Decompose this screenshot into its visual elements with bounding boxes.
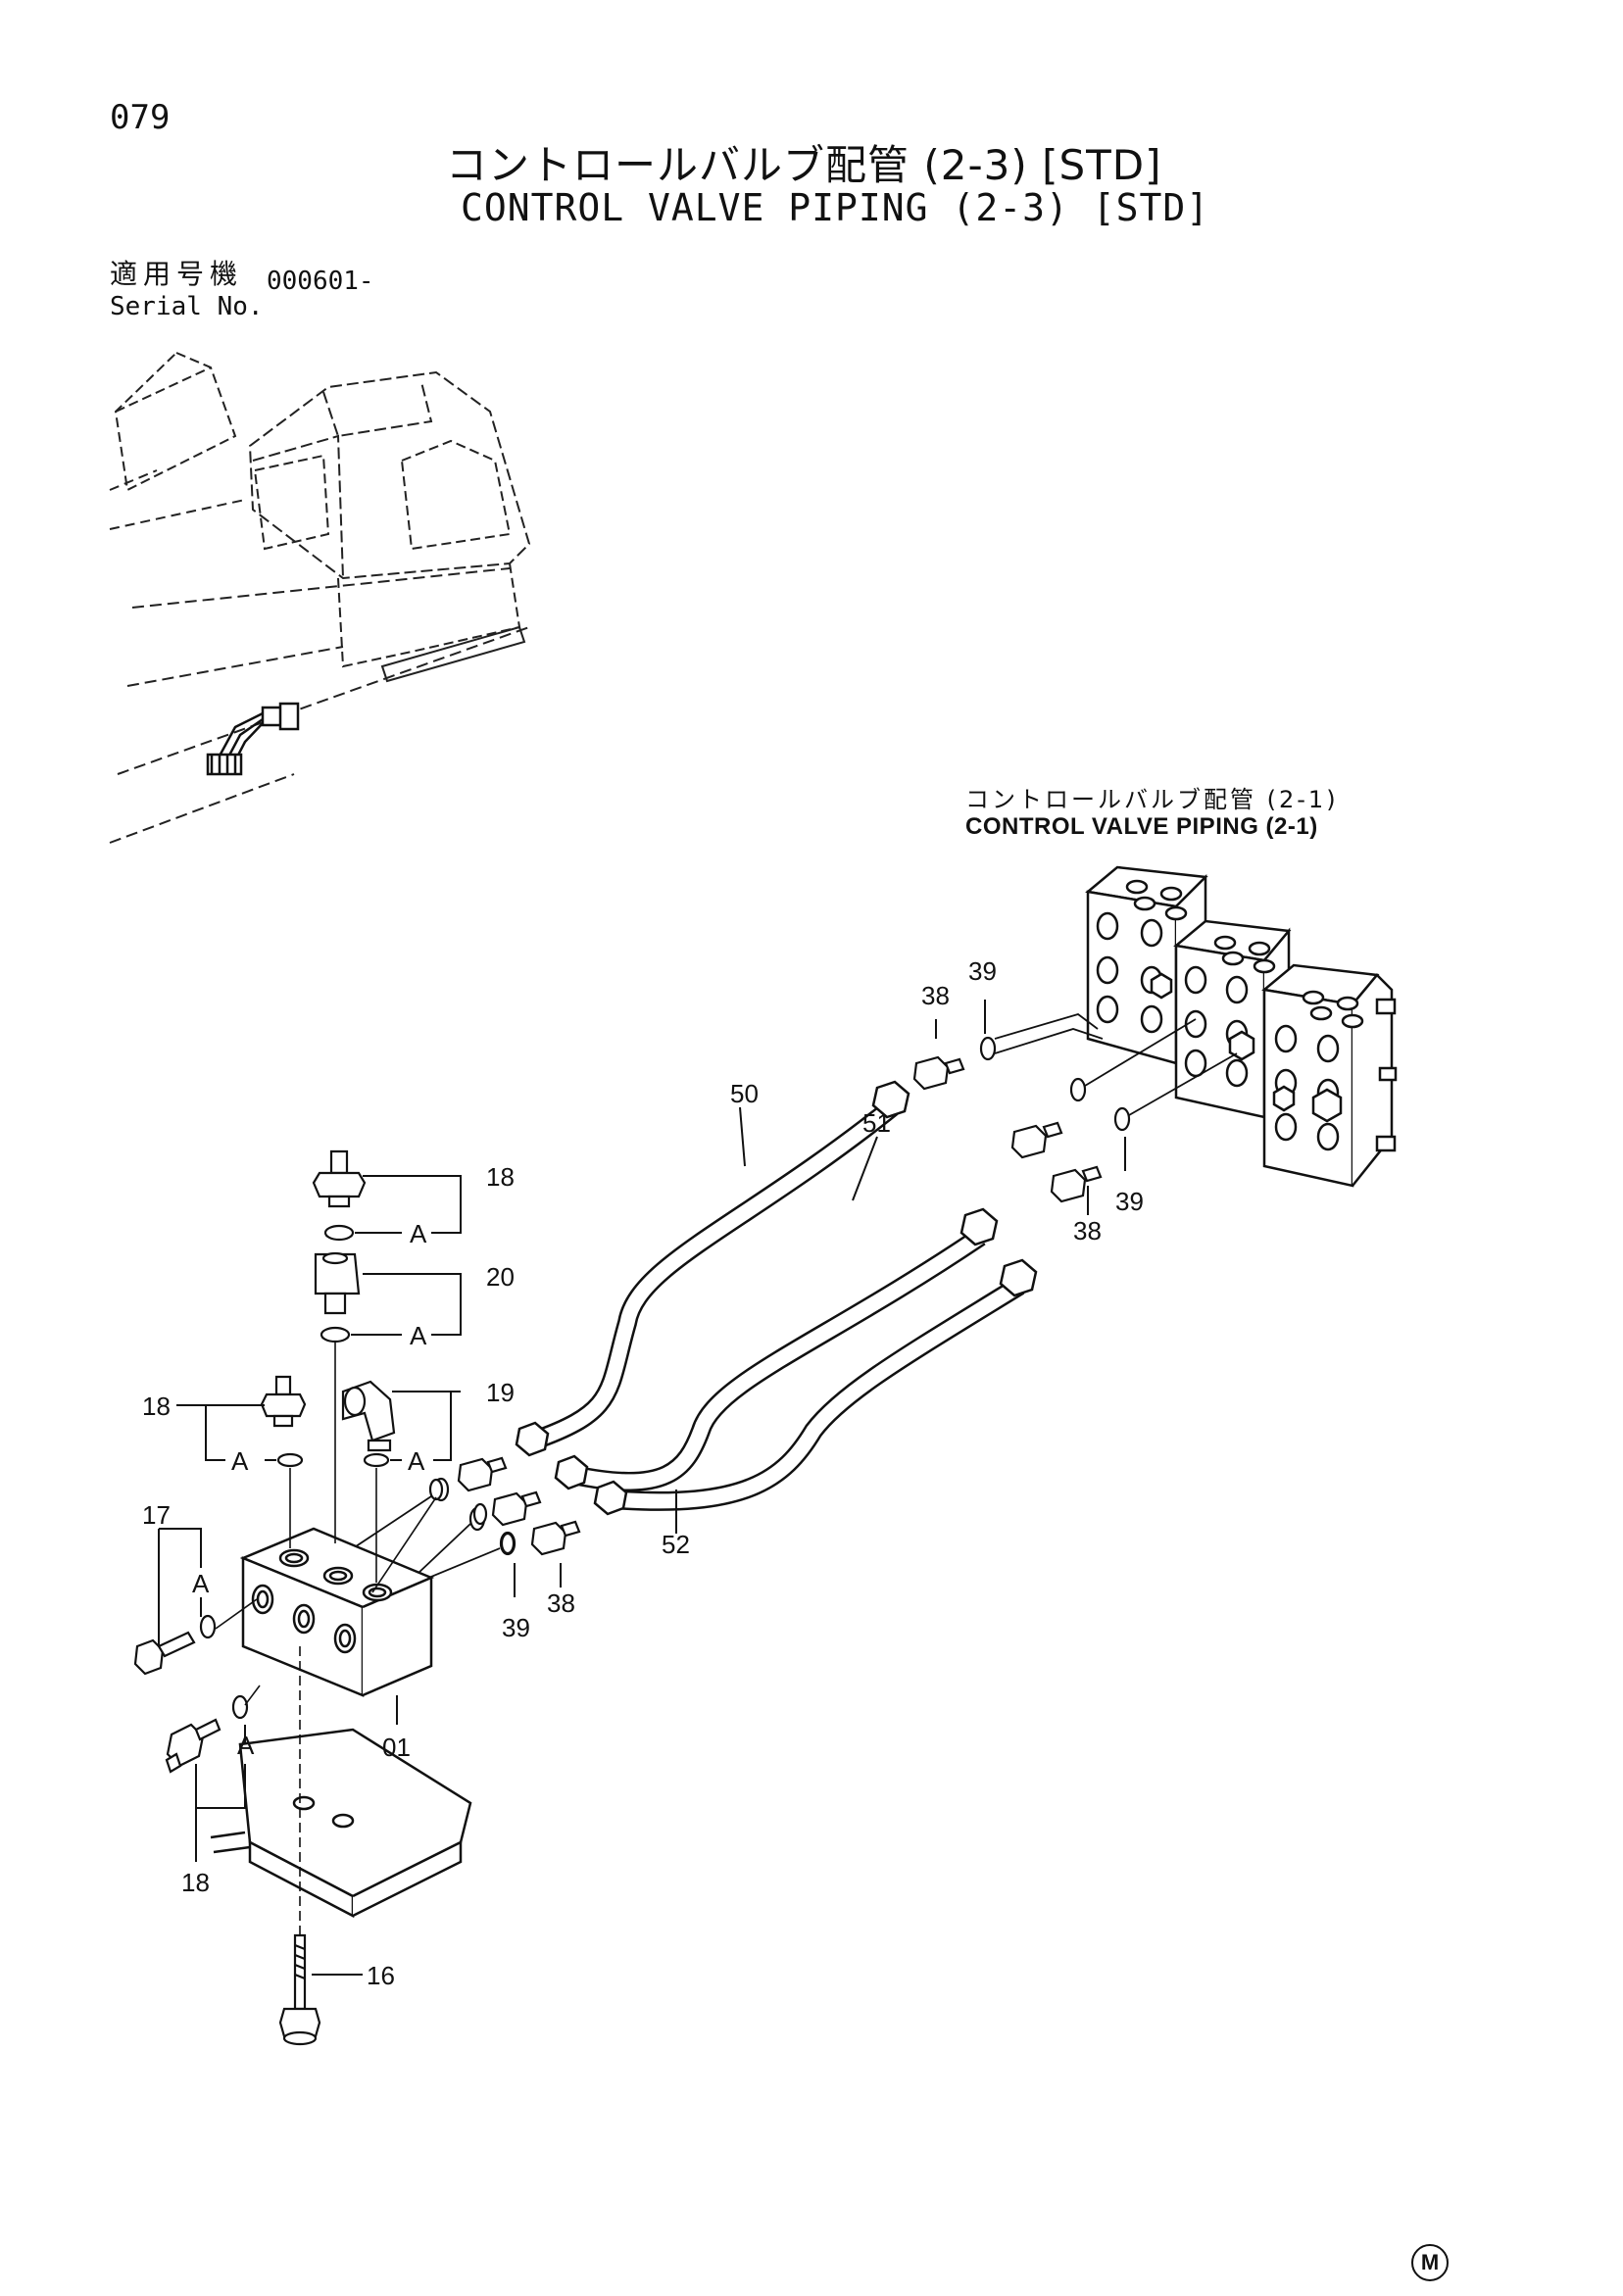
- hose-assemblies: [530, 1099, 1025, 1511]
- detail-mark-a: A: [237, 1731, 255, 1760]
- page-title-english: CONTROL VALVE PIPING (2-3) [STD]: [461, 186, 1210, 229]
- serial-number-range: 000601-: [267, 267, 374, 296]
- detail-mark-a: A: [410, 1321, 427, 1350]
- hose-end-nuts: [515, 1080, 1038, 1516]
- callout-39-top: 39: [968, 956, 997, 986]
- page-number: 079: [110, 98, 171, 137]
- callout-18-left: 18: [142, 1392, 171, 1421]
- callout-39-mid: 39: [502, 1613, 530, 1642]
- page-title-japanese: コントロールバルブ配管 (2-3) [STD]: [446, 141, 1162, 189]
- machine-locator-illustration: [109, 351, 531, 844]
- callout-18-bottom: 18: [181, 1868, 210, 1897]
- port-fittings: [133, 1149, 516, 2046]
- callout-38-mid: 38: [547, 1588, 575, 1618]
- callout-50: 50: [730, 1079, 759, 1108]
- callout-19: 19: [486, 1378, 515, 1407]
- detail-mark-a: A: [231, 1446, 249, 1476]
- callout-39-right: 39: [1115, 1187, 1144, 1216]
- callout-16: 16: [367, 1961, 395, 1990]
- serial-label-japanese: 適用号機: [110, 258, 244, 290]
- callout-labels: 18 20 19 18 17 18 16 01 50 51 52 38 39 3…: [142, 956, 1144, 1990]
- reference-label-english: CONTROL VALVE PIPING (2-1): [965, 813, 1318, 840]
- callout-17: 17: [142, 1500, 171, 1530]
- maker-mark: M: [1411, 2244, 1449, 2281]
- callout-52: 52: [662, 1530, 690, 1559]
- adapters-and-o-rings: [432, 1036, 1131, 1556]
- callout-01: 01: [382, 1733, 411, 1762]
- serial-label-english: Serial No.: [110, 292, 264, 321]
- mounting-bracket: [210, 1728, 472, 1919]
- reference-label-japanese: コントロールバルブ配管 (2-1): [965, 786, 1339, 813]
- control-valve-assembly: [1085, 865, 1398, 1188]
- callout-brackets: [158, 1000, 1126, 1976]
- callout-18-top: 18: [486, 1162, 515, 1192]
- assembly-leader-lines: [215, 1343, 437, 1935]
- junction-block: [239, 1527, 435, 1697]
- callout-38-top: 38: [921, 981, 950, 1010]
- callout-38-right: 38: [1073, 1216, 1102, 1246]
- callout-20: 20: [486, 1262, 515, 1292]
- detail-mark-a: A: [410, 1219, 427, 1248]
- detail-mark-a: A: [192, 1569, 210, 1598]
- detail-mark-a: A: [408, 1446, 425, 1476]
- callout-51: 51: [862, 1108, 891, 1138]
